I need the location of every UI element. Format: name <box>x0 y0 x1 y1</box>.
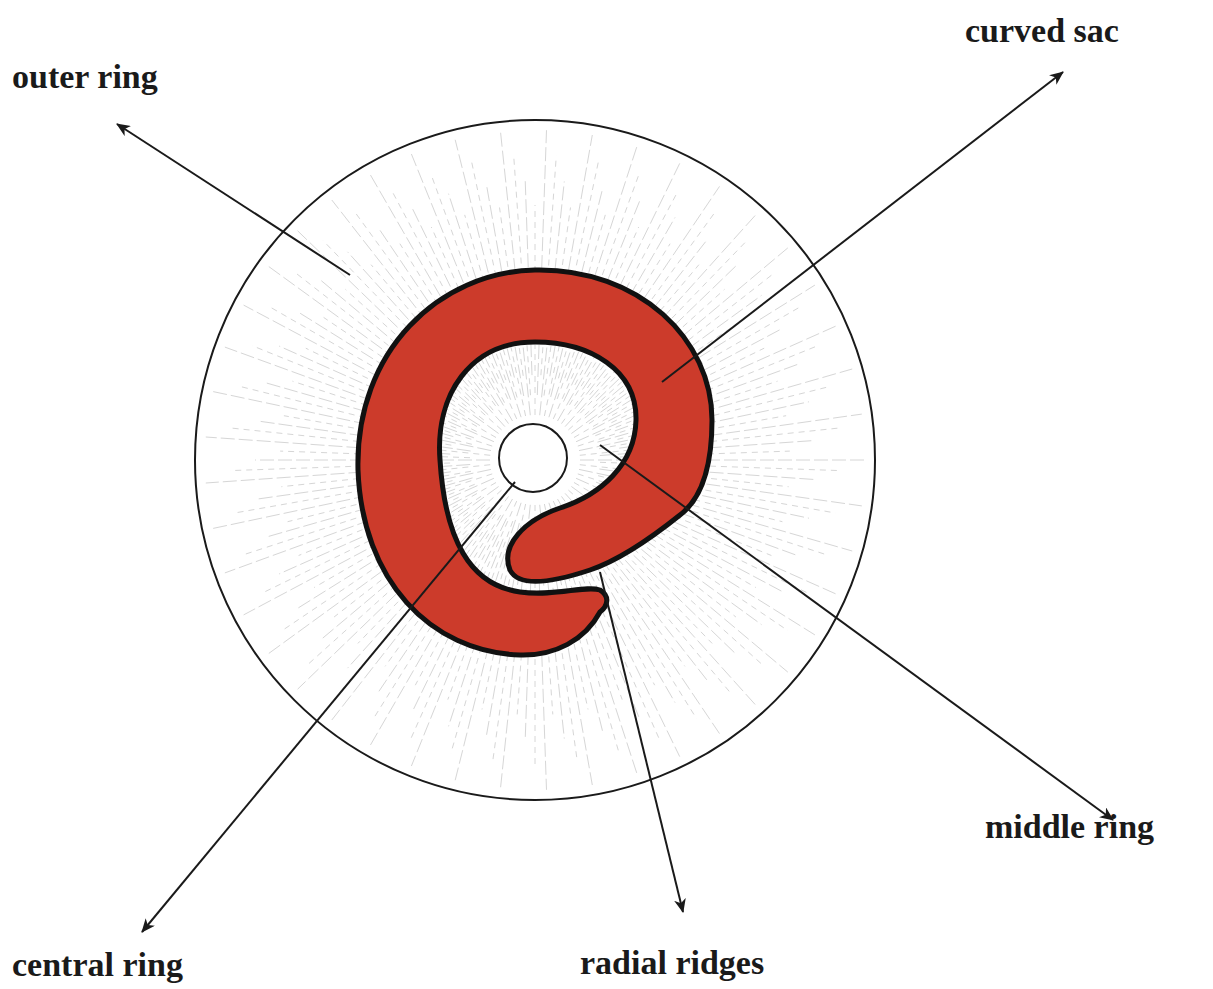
radial-ridges <box>206 130 865 790</box>
leader-line <box>662 72 1063 382</box>
leader-line <box>117 124 350 275</box>
leader-line <box>600 445 1113 820</box>
leader-line <box>142 482 515 932</box>
curved-sac <box>358 270 712 655</box>
outer-ring <box>195 120 875 800</box>
part-label: central ring <box>12 946 183 983</box>
part-label: outer ring <box>12 58 158 95</box>
ridge-line <box>537 130 546 395</box>
part-label: middle ring <box>985 808 1154 845</box>
part-label: curved sac <box>965 12 1119 49</box>
central-ring <box>499 424 567 492</box>
leader-line <box>600 572 683 912</box>
part-label: radial ridges <box>580 944 764 981</box>
